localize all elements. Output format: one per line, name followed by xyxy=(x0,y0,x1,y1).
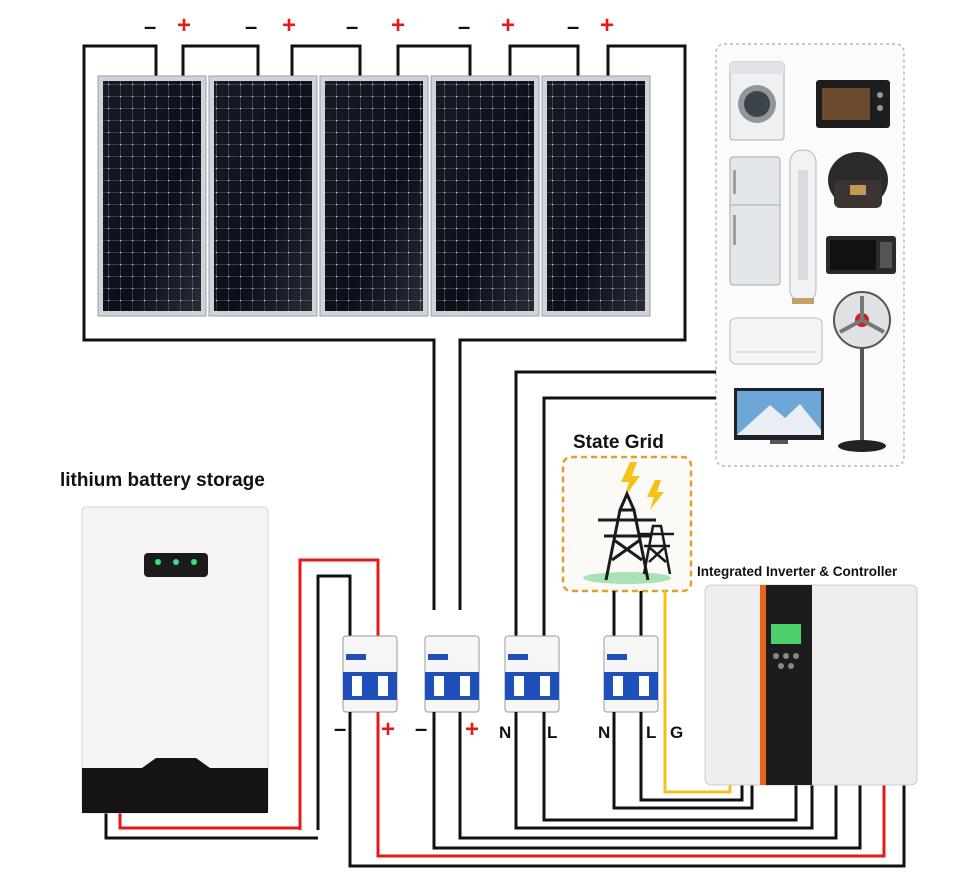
grid-l-terminal: L xyxy=(646,723,657,742)
inverter-title: Integrated Inverter & Controller xyxy=(697,564,898,579)
panel-1-plus-label: + xyxy=(177,12,192,39)
panel-3-plus-label: + xyxy=(391,12,406,39)
solar-array xyxy=(97,75,651,317)
inverter-icon xyxy=(704,584,918,786)
lightning-icon xyxy=(621,462,640,498)
pv-plus-terminal: + xyxy=(465,716,480,743)
breaker-battery xyxy=(342,635,398,713)
panel-2-minus-label: – xyxy=(245,14,258,39)
load-wiring xyxy=(514,370,716,636)
breaker-grid xyxy=(603,635,659,713)
tv-icon xyxy=(734,388,824,444)
solar-panel-icon xyxy=(319,75,429,317)
inverter-wiring-bottom xyxy=(104,712,906,868)
panel-4-minus-label: – xyxy=(458,14,471,39)
battery-minus-terminal: – xyxy=(334,716,347,741)
battery-plus-terminal: + xyxy=(381,716,396,743)
appliance-panel xyxy=(715,43,905,467)
grid-wiring xyxy=(612,591,732,794)
panel-5-minus-label: – xyxy=(567,14,580,39)
breaker-pv xyxy=(424,635,480,713)
oven-icon xyxy=(816,80,890,128)
panel-4-plus-label: + xyxy=(501,12,516,39)
grid-title: State Grid xyxy=(573,432,664,453)
breaker-load xyxy=(504,635,560,713)
solar-panel-icon xyxy=(430,75,540,317)
battery-icon xyxy=(81,506,269,814)
stand-fan-icon xyxy=(833,291,891,452)
battery-wiring-top xyxy=(298,558,380,830)
rice-cooker-icon xyxy=(828,152,888,208)
solar-panel-icon xyxy=(541,75,651,317)
pv-minus-terminal: – xyxy=(415,716,428,741)
fridge-icon xyxy=(729,156,781,286)
grid-n-terminal: N xyxy=(598,723,611,742)
solar-panel-icon xyxy=(208,75,318,317)
load-n-terminal: N xyxy=(499,723,512,742)
transmission-tower-icon xyxy=(640,524,674,575)
transmission-tower-icon xyxy=(598,490,656,581)
panel-2-plus-label: + xyxy=(282,12,297,39)
washing-machine-icon xyxy=(729,61,785,141)
solar-panel-icon xyxy=(97,75,207,317)
panel-1-minus-label: – xyxy=(144,14,157,39)
panel-3-minus-label: – xyxy=(346,14,359,39)
panel-5-plus-label: + xyxy=(600,12,615,39)
lightning-icon xyxy=(647,480,664,510)
panel-series-wiring xyxy=(82,44,687,610)
state-grid-box xyxy=(561,455,693,593)
air-conditioner-icon xyxy=(729,317,823,365)
microwave-icon xyxy=(826,236,896,274)
grid-g-terminal: G xyxy=(670,723,684,742)
tower-fan-icon xyxy=(789,149,817,304)
load-l-terminal: L xyxy=(547,723,558,742)
battery-title: lithium battery storage xyxy=(60,470,265,491)
